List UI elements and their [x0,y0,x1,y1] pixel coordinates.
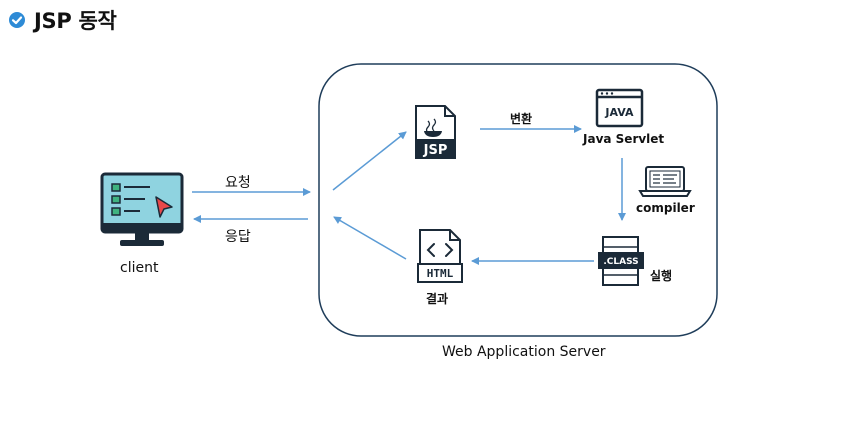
response-label: 응답 [225,229,251,245]
html-icon-text: HTML [427,267,454,280]
java-icon-text: JAVA [604,106,634,119]
html-file-icon [417,229,463,283]
laptop-icon [638,166,692,197]
title-text: JSP 동작 [34,9,117,33]
java-servlet-label: Java Servlet [583,132,665,146]
to-jsp-arrow [332,131,407,191]
result-label: 결과 [426,292,449,306]
request-label: 요청 [225,175,251,191]
compiler-label: compiler [636,201,695,215]
from-html-arrow [333,216,407,260]
class-file-icon [598,236,644,286]
monitor-client-icon [100,172,184,246]
class-icon-text: .CLASS [603,257,638,267]
convert-label: 변환 [510,112,533,126]
execute-label: 실행 [650,269,673,283]
java-window-icon [595,88,644,128]
jsp-icon-text: JSP [423,143,448,158]
page-title: JSP 동작 [8,6,117,34]
server-box [318,63,718,337]
server-label: Web Application Server [442,344,606,360]
client-label: client [120,260,159,276]
check-circle-icon [9,12,25,28]
jsp-file-icon [415,105,456,159]
